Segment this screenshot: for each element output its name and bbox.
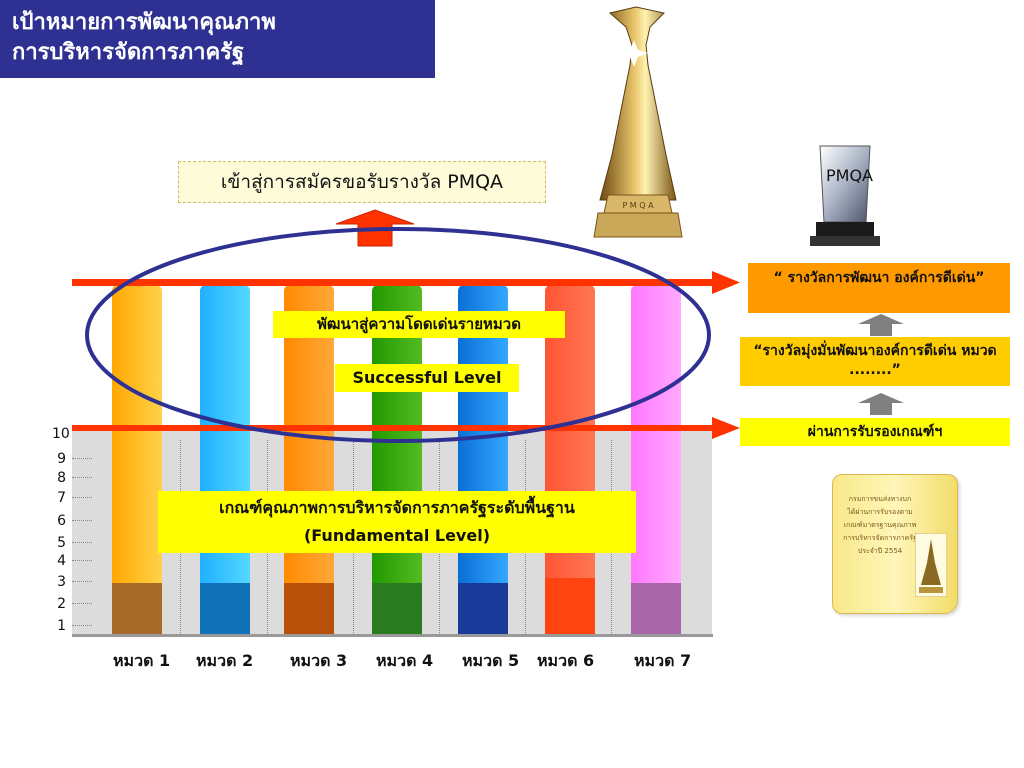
tick xyxy=(72,497,92,498)
title-line-1: เป้าหมายการพัฒนาคุณภาพ xyxy=(12,10,276,35)
pmqa-trophy-icon: P M Q A xyxy=(593,6,683,238)
lower-red-arrow xyxy=(72,417,740,439)
bar-base-3 xyxy=(284,583,334,634)
upper-red-arrow xyxy=(72,271,740,294)
successful-level-ellipse xyxy=(85,227,711,443)
bar-base-4 xyxy=(372,583,422,634)
y-label-3: 3 xyxy=(57,574,66,590)
bar-category-1 xyxy=(112,285,162,585)
category-label-4: หมวด 4 xyxy=(376,651,434,670)
trophy-logo-text: P M Q A xyxy=(622,201,654,210)
category-label-1: หมวด 1 xyxy=(113,651,171,670)
category-label-3: หมวด 3 xyxy=(290,651,348,670)
grey-up-arrow-1 xyxy=(858,314,904,336)
bar-base-7 xyxy=(631,583,681,634)
bar-base-1 xyxy=(112,583,162,634)
y-label-2: 2 xyxy=(57,596,66,612)
y-label-5: 5 xyxy=(57,535,66,551)
grey-up-arrow-2 xyxy=(858,393,904,415)
title-line-2: การบริหารจัดการภาครัฐ xyxy=(12,40,245,65)
tick xyxy=(72,477,92,478)
certificate-line: การบริหารจัดการภาครัฐ xyxy=(843,534,917,542)
y-label-8: 8 xyxy=(57,470,66,486)
tick xyxy=(72,520,92,521)
bar-base-5 xyxy=(458,583,508,634)
award-organization-excellence: “ รางวัลการพัฒนา องค์การดีเด่น” xyxy=(748,263,1010,313)
certificate-line: ได้ผ่านการรับรองตาม xyxy=(847,508,913,516)
y-label-1: 1 xyxy=(57,618,66,634)
fundamental-line-2: (Fundamental Level) xyxy=(303,526,490,545)
award-category-excellence: “รางวัลมุ่งมั่นพัฒนาองค์การดีเด่น หมวด .… xyxy=(740,337,1010,386)
apply-pmqa-box: เข้าสู่การสมัครขอรับรางวัล PMQA xyxy=(178,161,546,203)
y-label-10: 10 xyxy=(52,426,70,442)
y-label-9: 9 xyxy=(57,451,66,467)
bar-category-7 xyxy=(631,285,681,585)
tick xyxy=(72,625,92,626)
fundamental-line-1: เกณฑ์คุณภาพการบริหารจัดการภาครัฐระดับพื้… xyxy=(219,498,575,517)
certificate-trophy-icon xyxy=(915,533,947,597)
category-label-2: หมวด 2 xyxy=(196,651,254,670)
y-label-6: 6 xyxy=(57,513,66,529)
x-axis-line xyxy=(72,634,713,637)
small-trophy-label: PMQA xyxy=(826,166,873,185)
excellence-label: พัฒนาสู่ความโดดเด่นรายหมวด xyxy=(273,311,565,338)
successful-level-label: Successful Level xyxy=(335,364,519,392)
tick xyxy=(72,542,92,543)
tick xyxy=(72,458,92,459)
bar-base-2 xyxy=(200,583,250,634)
certificate-line: ประจำปี 2554 xyxy=(857,547,903,555)
tick xyxy=(72,603,92,604)
bar-base-6 xyxy=(545,578,595,634)
certificate-line: เกณฑ์มาตรฐานคุณภาพ xyxy=(843,521,917,529)
y-label-7: 7 xyxy=(57,490,66,506)
category-label-5: หมวด 5 xyxy=(462,651,520,670)
certified-criteria-box: ผ่านการรับรองเกณฑ์ฯ xyxy=(740,418,1010,446)
page-title: เป้าหมายการพัฒนาคุณภาพ การบริหารจัดการภา… xyxy=(0,0,435,78)
tick xyxy=(72,560,92,561)
category-label-7: หมวด 7 xyxy=(634,651,692,670)
certificate-text: กรมการขนส่งทางบก ได้ผ่านการรับรองตาม เกณ… xyxy=(843,493,917,558)
fundamental-level-label: เกณฑ์คุณภาพการบริหารจัดการภาครัฐระดับพื้… xyxy=(158,491,636,553)
category-label-6: หมวด 6 xyxy=(537,651,595,670)
crystal-trophy-icon xyxy=(810,145,880,246)
y-label-4: 4 xyxy=(57,553,66,569)
certificate-scroll: กรมการขนส่งทางบก ได้ผ่านการรับรองตาม เกณ… xyxy=(832,474,958,614)
certificate-line: กรมการขนส่งทางบก xyxy=(848,495,912,503)
tick xyxy=(72,581,92,582)
